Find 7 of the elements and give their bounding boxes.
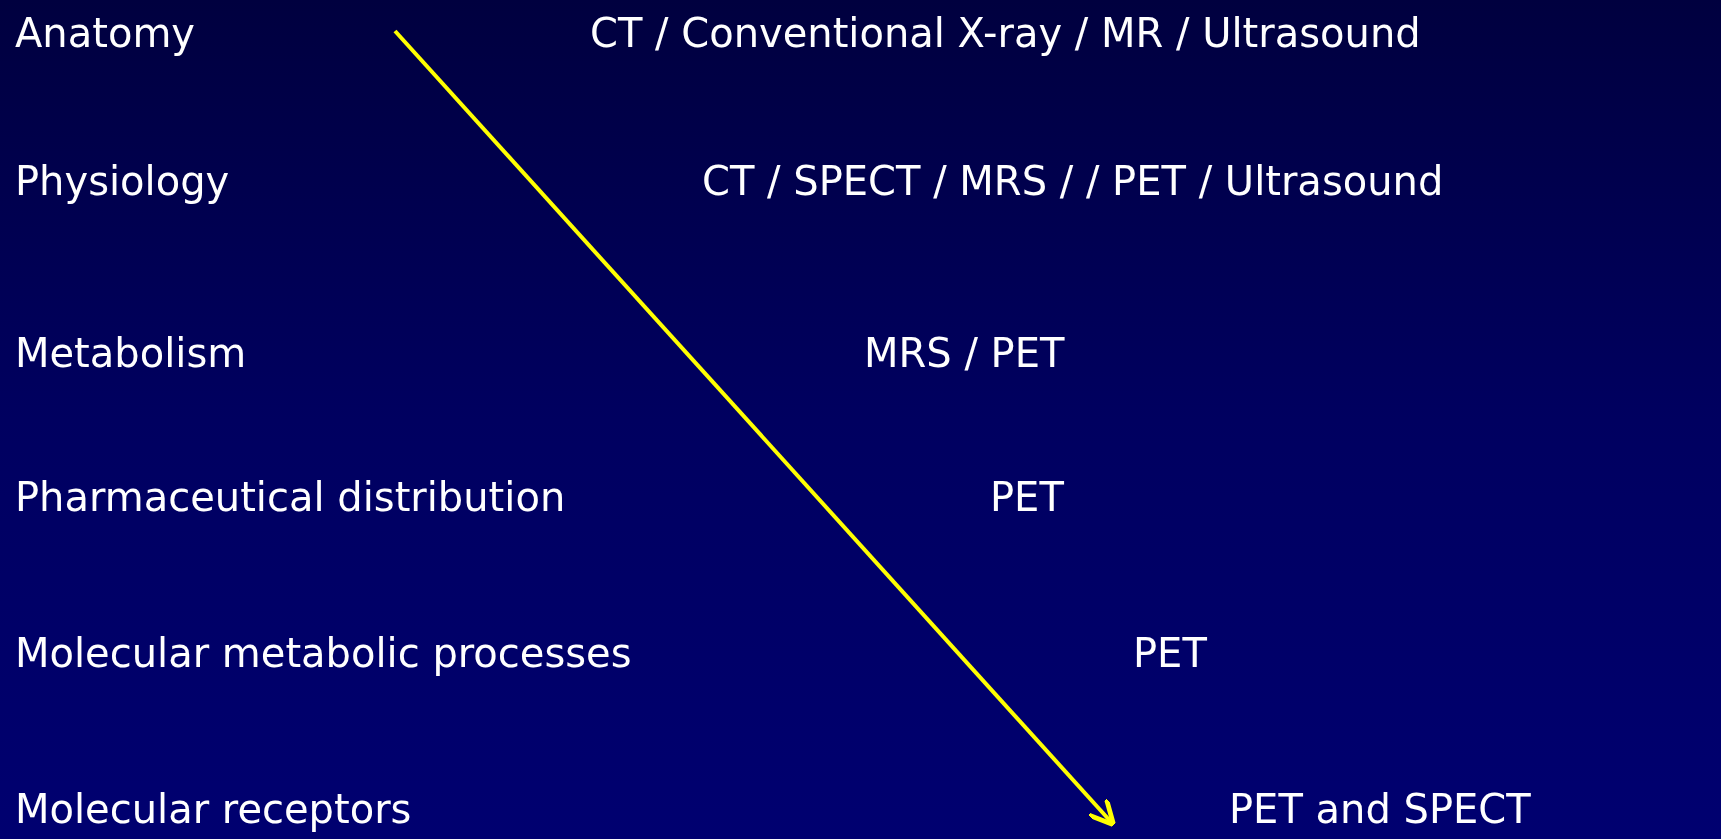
modality-label: CT / SPECT / MRS / / PET / Ultrasound [702,161,1444,201]
category-label: Metabolism [15,333,247,373]
modality-label: PET [1133,633,1207,673]
modality-label: MRS / PET [864,333,1065,373]
modality-label: PET and SPECT [1229,789,1531,829]
category-label: Pharmaceutical distribution [15,477,566,517]
modality-label: PET [990,477,1064,517]
